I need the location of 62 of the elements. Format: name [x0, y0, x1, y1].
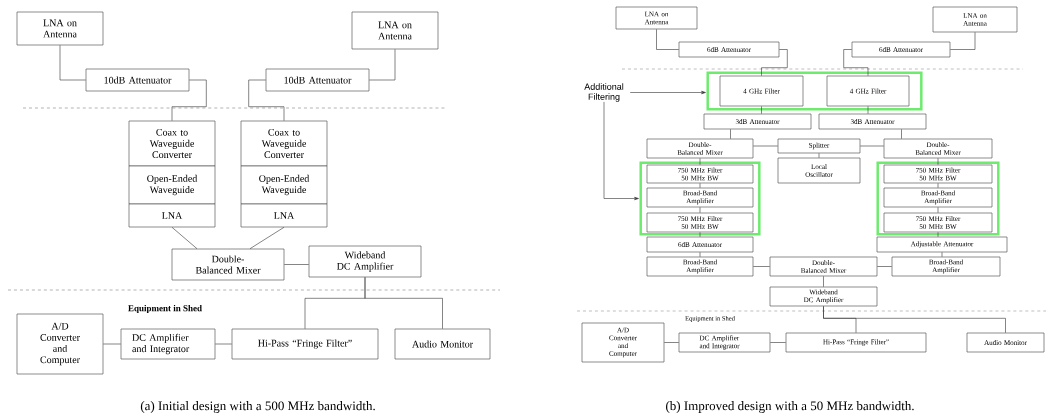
block-box: A/D Converter and Computer [16, 313, 104, 375]
block-box: Double-Balanced Mixer [171, 248, 285, 281]
highlight-frame [706, 71, 923, 111]
connector-line [761, 49, 788, 76]
connector-line [171, 79, 207, 121]
connector-line [823, 276, 824, 287]
block-box: Open-Ended Waveguide [240, 165, 328, 205]
connector-line [284, 264, 309, 265]
connector-line [818, 153, 820, 158]
connector-line [937, 232, 939, 237]
connector-line [699, 252, 701, 257]
caption: (b) Improved design with a 50 MHz bandwidth. [666, 401, 914, 413]
connector-line [937, 183, 939, 188]
connector-line [823, 306, 1006, 333]
block-box: LNA [240, 203, 328, 228]
connector-line [770, 342, 786, 343]
connector-line [699, 232, 701, 237]
connector-line [699, 158, 701, 165]
block-box: 10dB Attenuator [265, 68, 370, 92]
connector-line [753, 266, 770, 267]
block-box: Coax to Waveguide Converter [240, 120, 328, 167]
connector-line [843, 49, 869, 76]
block-box: LNA on Antenna [16, 11, 104, 46]
arrow [629, 90, 706, 95]
connector-line [937, 207, 939, 213]
connector-line [877, 266, 892, 267]
connector-line [215, 343, 232, 345]
highlight-frame [639, 161, 761, 236]
block-box: LNA on Antenna [351, 11, 439, 50]
block-box: DC Amplifier and Integrator [120, 328, 216, 360]
connector-line [664, 342, 679, 343]
connector-line [369, 49, 396, 81]
highlight-frame [876, 161, 1000, 236]
connector-line [941, 252, 943, 257]
block-box: Hi-Pass “Fringe Filter” [231, 328, 379, 360]
connector-line [761, 106, 762, 114]
connector-line [901, 129, 902, 139]
arrow [603, 101, 639, 201]
annotation-text: Additional Filtering [584, 83, 624, 102]
connector-line [753, 145, 778, 147]
connector-line [103, 343, 121, 345]
block-box: 10dB Attenuator [85, 68, 190, 92]
block-box: Coax to Waveguide Converter [128, 120, 216, 167]
connector-line [364, 277, 443, 329]
connector-line [656, 29, 679, 50]
connector-line [950, 32, 976, 50]
section-label: Equipment in Shed [128, 304, 202, 314]
block-box: Open-Ended Waveguide [128, 165, 216, 205]
connector-line [248, 79, 285, 121]
connector-line [59, 45, 86, 81]
connector-line [249, 227, 285, 249]
connector-line [699, 207, 701, 213]
block-box: LNA [128, 203, 216, 228]
connector-line [937, 158, 939, 165]
block-box: Audio Monitor [394, 328, 491, 360]
connector-line [730, 129, 731, 139]
caption: (a) Initial design with a 500 MHz bandwidth. [140, 401, 375, 413]
connector-line [867, 106, 869, 114]
connector-line [860, 145, 884, 147]
connector-line [699, 183, 701, 188]
connector-line [171, 227, 198, 249]
block-box: Wideband DC Amplifier [308, 245, 422, 278]
